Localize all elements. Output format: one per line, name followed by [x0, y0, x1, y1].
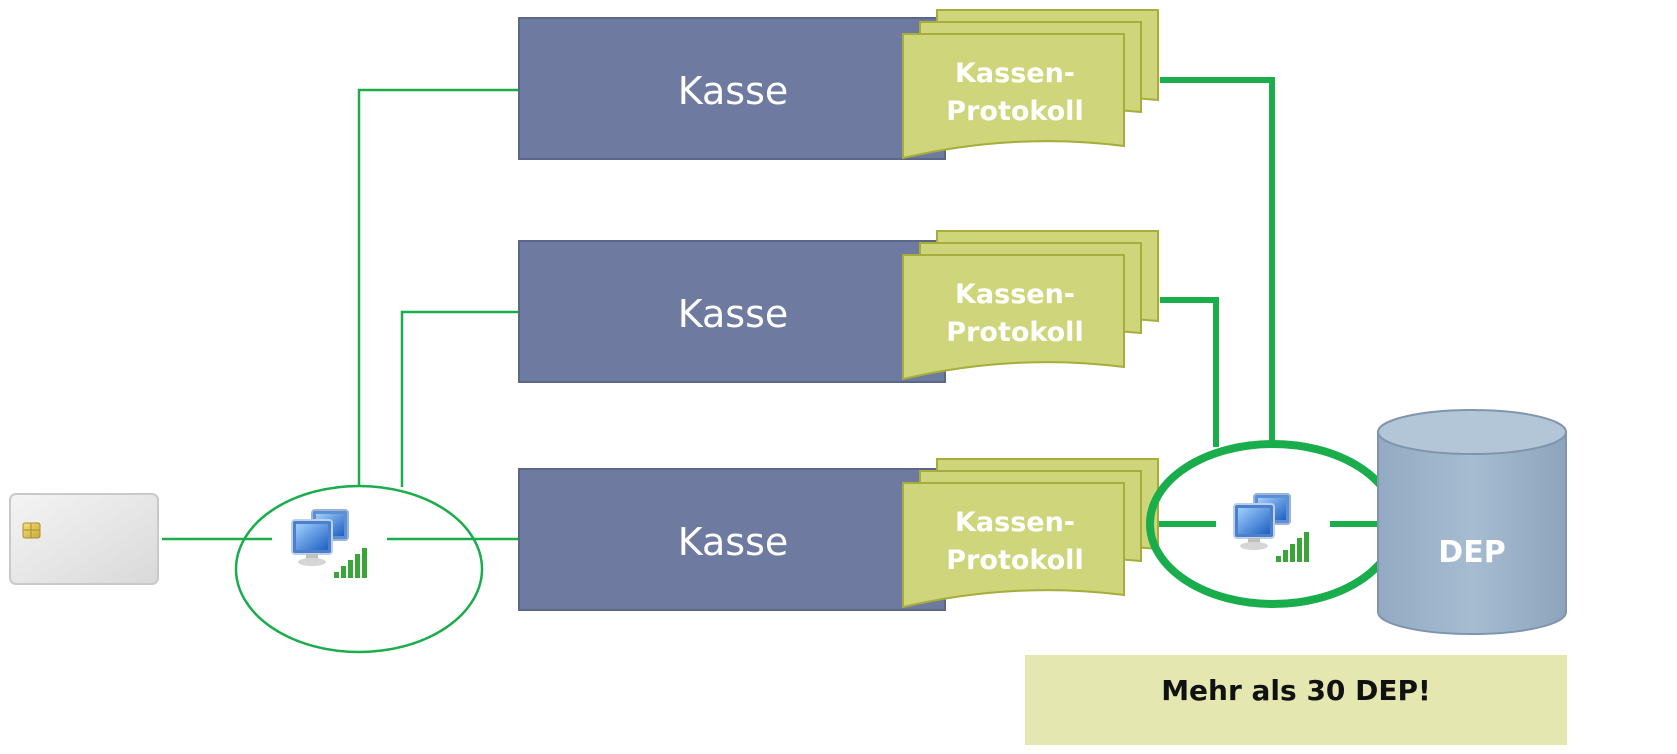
protocol-document [902, 482, 1125, 609]
protocol-label-line2: Protokoll [946, 96, 1083, 127]
note-box [1025, 655, 1567, 745]
register-label: Kasse [678, 292, 789, 336]
dep-label: DEP [1438, 535, 1505, 570]
protocol-label-line2: Protokoll [946, 545, 1083, 576]
network-computer-icon [291, 509, 368, 579]
dep-count-note: Mehr als 30 DEP! [1025, 655, 1567, 745]
protocol-stack-3: Kassen- Protokoll [902, 458, 1159, 609]
note-text: Mehr als 30 DEP! [1161, 674, 1431, 707]
protocol-label-line1: Kassen- [955, 58, 1075, 89]
protocol-label-line2: Protokoll [946, 317, 1083, 348]
register-label: Kasse [678, 69, 789, 113]
protocol-document [902, 33, 1125, 160]
register-3: Kasse [518, 468, 946, 611]
network-computer-icon [1233, 493, 1310, 563]
protocol-2-to-hub-connector [1160, 297, 1219, 447]
local-network-hub-ring [234, 484, 484, 654]
left-connectors [162, 88, 519, 541]
protocol-label-line1: Kassen- [955, 507, 1075, 538]
protocol-1-to-hub-connector [1160, 77, 1275, 443]
hub-to-register-1-connector [357, 88, 519, 487]
protocol-stack-2: Kassen- Protokoll [902, 230, 1159, 381]
protocol-label-line1: Kassen- [955, 279, 1075, 310]
right-connectors [1158, 77, 1378, 527]
smartcard-icon [9, 493, 159, 585]
register-1: Kasse [518, 17, 946, 160]
register-2: Kasse [518, 240, 946, 383]
register-label: Kasse [678, 520, 789, 564]
dep-storage-cylinder: DEP [1377, 409, 1567, 635]
register-box [518, 17, 946, 160]
protocol-document [902, 254, 1125, 381]
hub-to-register-2-connector [400, 310, 519, 487]
register-box [518, 240, 946, 383]
protocol-stack-1: Kassen- Protokoll [902, 9, 1159, 160]
